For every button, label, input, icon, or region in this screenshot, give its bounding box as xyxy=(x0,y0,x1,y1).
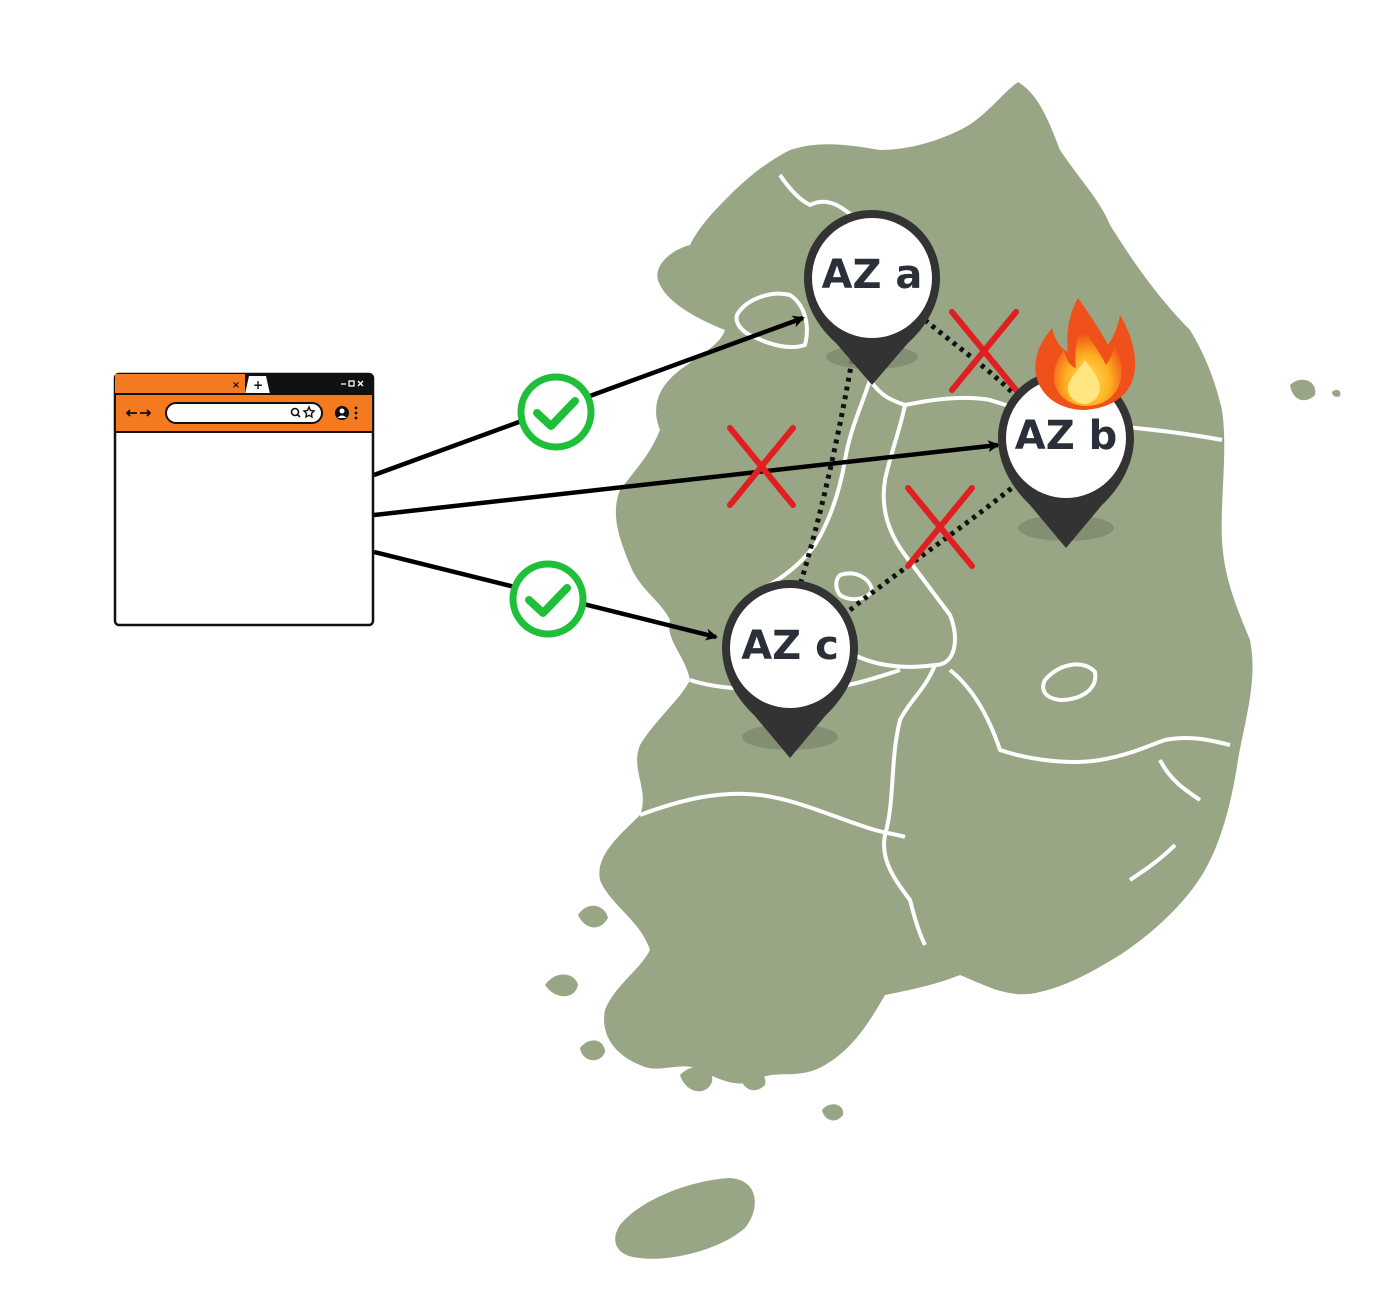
close-icon[interactable]: × xyxy=(232,380,240,391)
search-icon[interactable] xyxy=(290,407,301,418)
az-c-label: AZ c xyxy=(741,623,839,669)
az-a-pin[interactable]: AZ a xyxy=(804,210,940,385)
province-borders xyxy=(639,173,1231,946)
check-icon xyxy=(509,560,587,638)
close-window-icon xyxy=(357,380,364,387)
cross-icon xyxy=(949,309,1019,393)
back-forward-arrows-icon[interactable] xyxy=(125,409,152,417)
plus-icon[interactable]: + xyxy=(253,378,263,392)
az-a-label: AZ a xyxy=(822,252,923,298)
replication-links xyxy=(797,318,1020,612)
island xyxy=(1290,379,1316,401)
user-icon[interactable] xyxy=(335,406,349,420)
cross-marks xyxy=(727,309,1019,569)
check-marks xyxy=(509,373,595,638)
island xyxy=(1332,389,1341,397)
active-tab[interactable] xyxy=(115,374,245,394)
address-bar[interactable] xyxy=(165,402,323,424)
az-b-label: AZ b xyxy=(1015,413,1118,459)
island xyxy=(545,974,578,997)
jeju-island xyxy=(615,1178,755,1259)
az-c-pin[interactable]: AZ c xyxy=(722,580,858,758)
browser-window[interactable]: × + xyxy=(113,372,375,627)
fire-icon xyxy=(1035,298,1136,410)
link-c-b xyxy=(848,481,1020,612)
maximize-icon xyxy=(348,380,355,387)
kebab-menu-icon[interactable] xyxy=(354,406,358,420)
island xyxy=(822,1104,844,1121)
link-a-c xyxy=(797,359,855,586)
check-icon xyxy=(517,373,595,451)
korea-map xyxy=(545,82,1341,1259)
island xyxy=(578,905,608,928)
window-controls[interactable] xyxy=(341,380,364,387)
cross-icon xyxy=(905,485,975,569)
star-icon[interactable] xyxy=(302,405,316,419)
island xyxy=(580,1040,605,1061)
new-tab[interactable] xyxy=(245,376,270,394)
cross-icon xyxy=(727,425,796,508)
island xyxy=(740,1070,766,1091)
arrow-to-az-b xyxy=(373,440,1000,518)
island xyxy=(680,1066,713,1092)
link-a-b xyxy=(923,318,1017,397)
